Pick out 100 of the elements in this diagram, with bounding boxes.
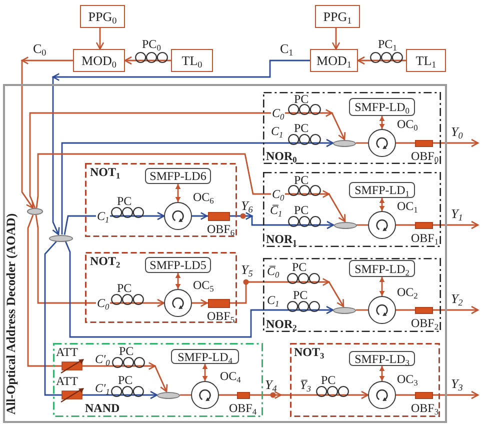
component-label: PC — [117, 195, 132, 207]
component-label: OC$_{4}$ — [220, 370, 241, 382]
component-label: OBF$_{4}$ — [229, 402, 257, 414]
arrow — [52, 60, 310, 236]
device-box — [315, 5, 360, 28]
signal-label: C$_{1}$ — [271, 125, 284, 137]
component-label: OBF$_{1}$ — [411, 232, 439, 244]
connector-line — [180, 394, 191, 396]
arrow — [27, 214, 168, 392]
circulator — [164, 202, 192, 230]
device-name: MOD$_{0}$ — [82, 54, 116, 67]
component-label: PC — [119, 345, 134, 357]
component-label: PC — [294, 122, 309, 134]
component-label: PC — [118, 374, 133, 386]
device-box — [406, 49, 446, 72]
component-label: OC$_{5}$ — [193, 279, 214, 291]
device-box — [73, 49, 125, 72]
arrow — [192, 278, 344, 308]
gate-name: NAND — [85, 402, 120, 414]
component-label: OBF$_{0}$ — [411, 150, 439, 162]
arrow — [219, 390, 369, 400]
device-name: PPG$_{0}$ — [88, 10, 117, 23]
laser-name: SMFP-LD$_{3}$ — [354, 352, 410, 364]
component-label: OBF$_{3}$ — [411, 402, 439, 414]
component-label: PC — [321, 374, 336, 386]
double-arrow — [175, 184, 181, 202]
arrow — [357, 56, 406, 65]
arrow — [96, 28, 104, 50]
component-label: ATT — [56, 375, 78, 387]
signal-label: C$_{0}$ — [271, 107, 286, 119]
component-label: OBF$_{6}$ — [207, 223, 235, 235]
arrow — [396, 220, 479, 230]
coupler — [334, 222, 356, 228]
arrow — [64, 240, 334, 338]
signal-label: C′$_{0}$ — [95, 353, 110, 365]
component-label: PC — [293, 289, 308, 301]
arrow — [64, 212, 165, 235]
gate-frame — [290, 343, 440, 417]
component-label: PC$_{1}$ — [378, 38, 397, 50]
signal-label: C$_{1}$ — [96, 210, 110, 222]
connector-line — [356, 309, 368, 311]
gate-name: NOT$_{1}$ — [90, 166, 120, 178]
laser-box — [349, 182, 415, 198]
component-label: ATT — [56, 346, 78, 358]
component-label: PC — [292, 261, 307, 273]
gate-name: NOR$_{0}$ — [266, 150, 297, 162]
signal-label: C$_{1}$ — [280, 42, 294, 55]
arrow — [332, 28, 340, 50]
circulator — [191, 381, 219, 409]
signal-label: C$_{0}$ — [33, 42, 46, 55]
laser-box — [349, 98, 415, 116]
double-arrow — [202, 364, 208, 381]
laser-name: SMFP-LD$_{1}$ — [354, 184, 410, 196]
arrow — [192, 212, 334, 230]
laser-name: SMFP-LD$_{0}$ — [354, 101, 410, 113]
laser-name: SMFP-LD5 — [150, 259, 206, 271]
arrow — [44, 240, 158, 400]
double-arrow — [379, 277, 385, 296]
signal-label: Y$_{2}$ — [451, 292, 463, 305]
signal-label: C$_{0}$ — [271, 188, 286, 200]
device-name: TL$_{1}$ — [416, 54, 436, 67]
arrow — [396, 138, 479, 148]
double-arrow — [379, 198, 385, 211]
signal-label: Y$_{4}$ — [265, 378, 277, 391]
component-label: PC — [294, 204, 309, 216]
circulator — [368, 211, 396, 239]
gate-name: NOT$_{3}$ — [294, 346, 324, 358]
component-label: OBF$_{2}$ — [411, 317, 439, 329]
laser-name: SMFP-LD$_{2}$ — [354, 262, 410, 274]
arrow — [396, 390, 479, 400]
signal-label: Y$_{0}$ — [451, 125, 463, 138]
arrow — [396, 306, 479, 314]
circulator — [368, 381, 396, 409]
coupler — [333, 140, 356, 146]
component-label: PC — [294, 174, 309, 186]
component-label: OC$_{2}$ — [397, 286, 418, 298]
arrow — [20, 56, 73, 209]
arrow — [61, 138, 334, 235]
component-label: OC$_{1}$ — [397, 200, 418, 212]
component-label: PC$_{0}$ — [142, 38, 161, 50]
component-label: PC — [117, 282, 132, 294]
signal-label: C$_{0}$ — [96, 297, 110, 309]
device-name: TL$_{0}$ — [182, 54, 202, 67]
circulator — [164, 289, 192, 317]
circulator — [368, 296, 396, 324]
signal-label: C$_{1}$ — [267, 294, 280, 306]
coupler — [48, 234, 72, 242]
device-name: MOD$_{1}$ — [316, 54, 352, 67]
arrow — [36, 153, 346, 222]
double-arrow — [379, 366, 385, 381]
laser-name: SMFP-LD6 — [150, 170, 206, 182]
laser-box — [349, 260, 415, 277]
component-label: OC$_{6}$ — [193, 191, 214, 203]
signal-label: Y$_{1}$ — [451, 207, 463, 220]
laser-box — [171, 349, 239, 364]
double-arrow — [175, 273, 181, 289]
signal-label: C̅$_{0}$ — [267, 265, 280, 277]
signal-label: C′$_{1}$ — [95, 382, 110, 394]
signal-label: Y$_{6}$ — [241, 199, 253, 212]
connector-line — [356, 224, 368, 226]
